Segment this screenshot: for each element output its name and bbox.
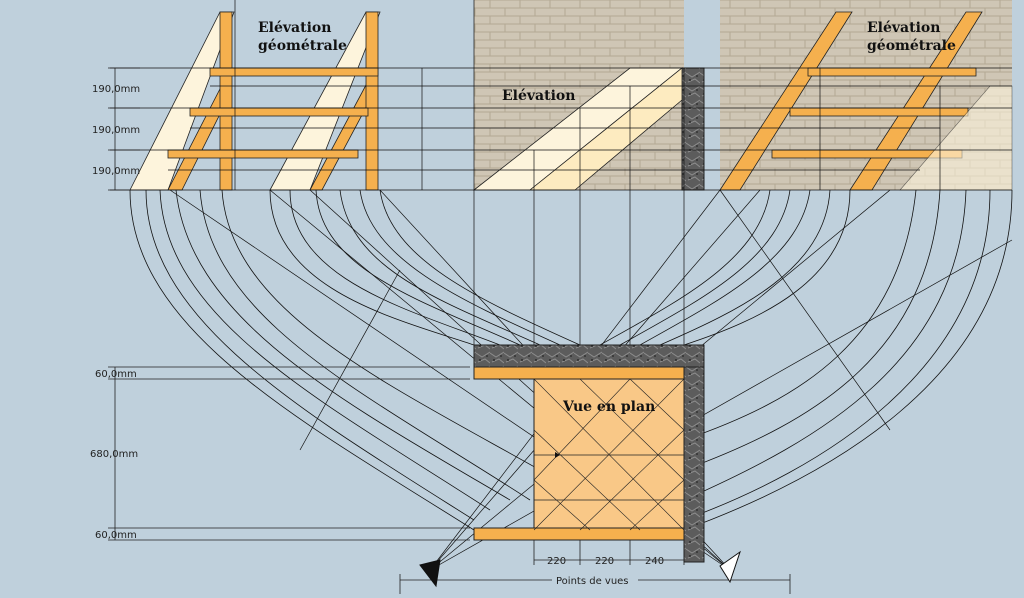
riser-dimension-3: 190,0mm — [92, 166, 140, 177]
plan-bottom-dimension: 60,0mm — [95, 530, 137, 541]
left-elevation-title-line2: géométrale — [258, 38, 347, 54]
vertical-dimensions — [108, 67, 470, 541]
right-elevation-title-line2: géométrale — [867, 38, 956, 54]
view-point-marker-right — [719, 550, 741, 584]
horizontal-construction-lines — [110, 67, 1012, 191]
plan-top-dimension: 60,0mm — [95, 369, 137, 380]
left-elevation-title-line1: Elévation — [258, 20, 331, 36]
view-point-marker-left — [419, 559, 441, 588]
left-elevation-stringers — [129, 11, 381, 191]
right-elevation-title-line1: Elévation — [867, 20, 940, 36]
span-dimension-3: 240 — [645, 556, 664, 567]
plan-cursor-marker — [555, 452, 560, 458]
view-points-label: Points de vues — [556, 576, 629, 587]
riser-dimension-1: 190,0mm — [92, 84, 140, 95]
span-dimension-1: 220 — [547, 556, 566, 567]
center-elevation-title: Elévation — [502, 88, 575, 104]
plan-view-title: Vue en plan — [562, 399, 655, 415]
riser-dimension-2: 190,0mm — [92, 125, 140, 136]
span-dimension-2: 220 — [595, 556, 614, 567]
view-points-label-bg — [552, 574, 638, 587]
plan-depth-dimension: 680,0mm — [90, 449, 138, 460]
right-elevation-stringers — [719, 11, 1013, 191]
curved-projection-arcs — [129, 189, 1013, 531]
plan-view — [473, 344, 705, 563]
